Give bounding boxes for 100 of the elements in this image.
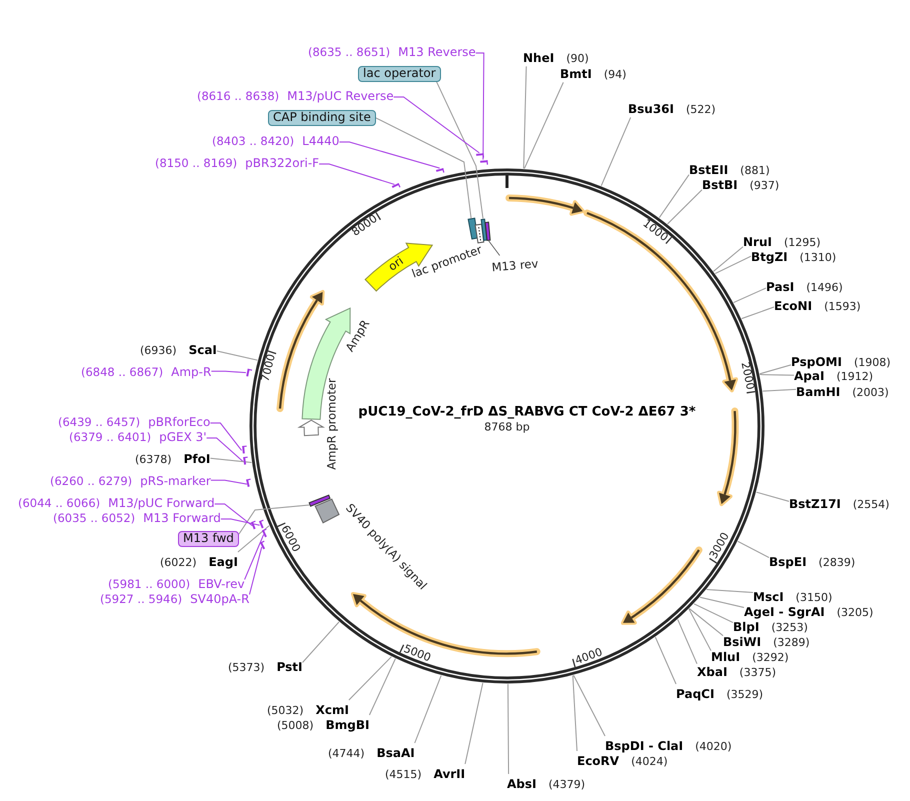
enzyme-label: BamHI — [796, 385, 840, 399]
leader-line — [756, 492, 790, 502]
primer-range: (8150 .. 8169) — [155, 156, 238, 170]
primer-range: (6379 .. 6401) — [69, 430, 152, 444]
primer-label: pBRforEco — [148, 415, 210, 429]
tick-label: 6000 — [278, 524, 302, 554]
plasmid-size: 8768 bp — [484, 422, 530, 434]
leader-line — [706, 589, 754, 594]
primer-range: (5981 .. 6000) — [108, 577, 190, 591]
site-position: (1908) — [854, 356, 891, 369]
primer-label: M13/pUC Reverse — [287, 89, 394, 103]
leader-line — [338, 142, 440, 169]
enzyme-label: EagI — [208, 555, 238, 569]
primer-label: M13/pUC Forward — [108, 496, 215, 510]
leader-line — [762, 388, 796, 392]
leader-line — [667, 189, 702, 224]
enzyme-label: PasI — [766, 280, 794, 294]
enzyme-label: ApaI — [794, 369, 824, 383]
enzyme-label: PfoI — [184, 452, 210, 466]
leader-line — [759, 364, 792, 374]
primer-range: (6035 .. 6052) — [53, 511, 136, 525]
site-position: (1496) — [806, 281, 843, 294]
site-position: (6936) — [140, 344, 177, 357]
primer-range: (6044 .. 6066) — [18, 496, 100, 510]
orf-arc — [714, 406, 739, 508]
enzyme-label: AgeI - SgrAI — [744, 605, 825, 619]
site-position: (2554) — [852, 498, 890, 511]
enzyme-label: NruI — [743, 235, 772, 249]
enzyme-label: ScaI — [188, 343, 217, 357]
leader-line — [658, 174, 690, 218]
site-position: (1912) — [836, 370, 874, 383]
enzyme-label: AvrII — [434, 767, 466, 781]
site-position: (937) — [750, 179, 780, 192]
leader-line — [393, 96, 480, 154]
feature-label: AmpR promoter — [325, 378, 339, 470]
enzyme-label: BspDI - ClaI — [605, 739, 684, 753]
site-position: (881) — [740, 164, 770, 177]
primer-label: EBV-rev — [198, 577, 245, 591]
enzyme-label: MluI — [711, 650, 740, 664]
leader-line — [348, 656, 392, 700]
enzyme-label: MscI — [753, 590, 784, 604]
enzyme-label: PaqCI — [676, 687, 714, 701]
leader-line — [713, 246, 744, 272]
enzyme-label: PstI — [276, 660, 303, 674]
site-position: (3205) — [836, 606, 874, 619]
leader-line — [206, 438, 244, 462]
primer-mark — [258, 518, 264, 530]
enzyme-label: BsaAI — [376, 746, 415, 760]
site-position: (4379) — [548, 778, 586, 791]
leader-line — [654, 636, 676, 684]
plasmid-name: pUC19_CoV-2_frD ΔS_RABVG CT CoV-2 ΔE67 3* — [358, 406, 696, 420]
enzyme-label: XbaI — [697, 665, 728, 679]
leader-line — [238, 504, 310, 535]
enzyme-label: BstEII — [689, 163, 728, 177]
site-position: (4020) — [695, 740, 732, 753]
site-position: (5008) — [277, 719, 314, 732]
primer-mark — [250, 520, 257, 530]
enzyme-label: BstZ17I — [789, 497, 841, 511]
primer-label: pBR322ori-F — [245, 156, 320, 170]
enzyme-label: BlpI — [733, 620, 760, 634]
site-position: (3253) — [771, 621, 808, 634]
primer-label: pGEX 3' — [159, 430, 207, 444]
primer-site-mark — [308, 494, 332, 508]
site-position: (1310) — [800, 251, 836, 264]
site-position: (3529) — [726, 688, 764, 701]
site-position: (2003) — [852, 386, 889, 399]
orf-arc — [276, 288, 326, 413]
enzyme-label: PspOMI — [791, 355, 842, 369]
primer-mark — [261, 528, 268, 538]
tick-label: 4000 — [574, 646, 604, 668]
feature-tag: M13 fwd — [178, 531, 239, 547]
site-position: (4744) — [328, 747, 365, 760]
leader-line — [699, 596, 744, 608]
leader-line — [375, 117, 472, 219]
enzyme-label: BtgZI — [751, 250, 788, 264]
leader-line — [523, 66, 527, 170]
primer-label: L4440 — [302, 134, 340, 148]
leader-line — [214, 504, 253, 526]
feature-label: M13 rev — [491, 257, 539, 275]
leader-line — [737, 540, 770, 558]
leader-line — [210, 370, 246, 374]
feature-label: ori — [386, 254, 406, 274]
site-position: (90) — [566, 52, 589, 65]
leader-line — [302, 621, 340, 664]
primer-mark — [259, 540, 266, 551]
primer-mark — [390, 182, 401, 189]
enzyme-label: EcoNI — [774, 299, 812, 313]
leader-line — [464, 682, 484, 764]
feature-tag: CAP binding site — [268, 110, 376, 126]
leader-line — [318, 164, 395, 185]
leader-line — [210, 458, 252, 463]
primer-label: M13 Forward — [143, 511, 221, 525]
leader-line — [237, 525, 270, 552]
site-position: (6022) — [160, 556, 197, 569]
tick-label: 2000 — [738, 361, 756, 392]
site-position: (1593) — [824, 300, 861, 313]
enzyme-label: BstBI — [702, 178, 738, 192]
primer-range: (8616 .. 8638) — [197, 89, 280, 103]
enzyme-label: NheI — [523, 51, 554, 65]
primer-label: pRS-marker — [140, 474, 211, 488]
